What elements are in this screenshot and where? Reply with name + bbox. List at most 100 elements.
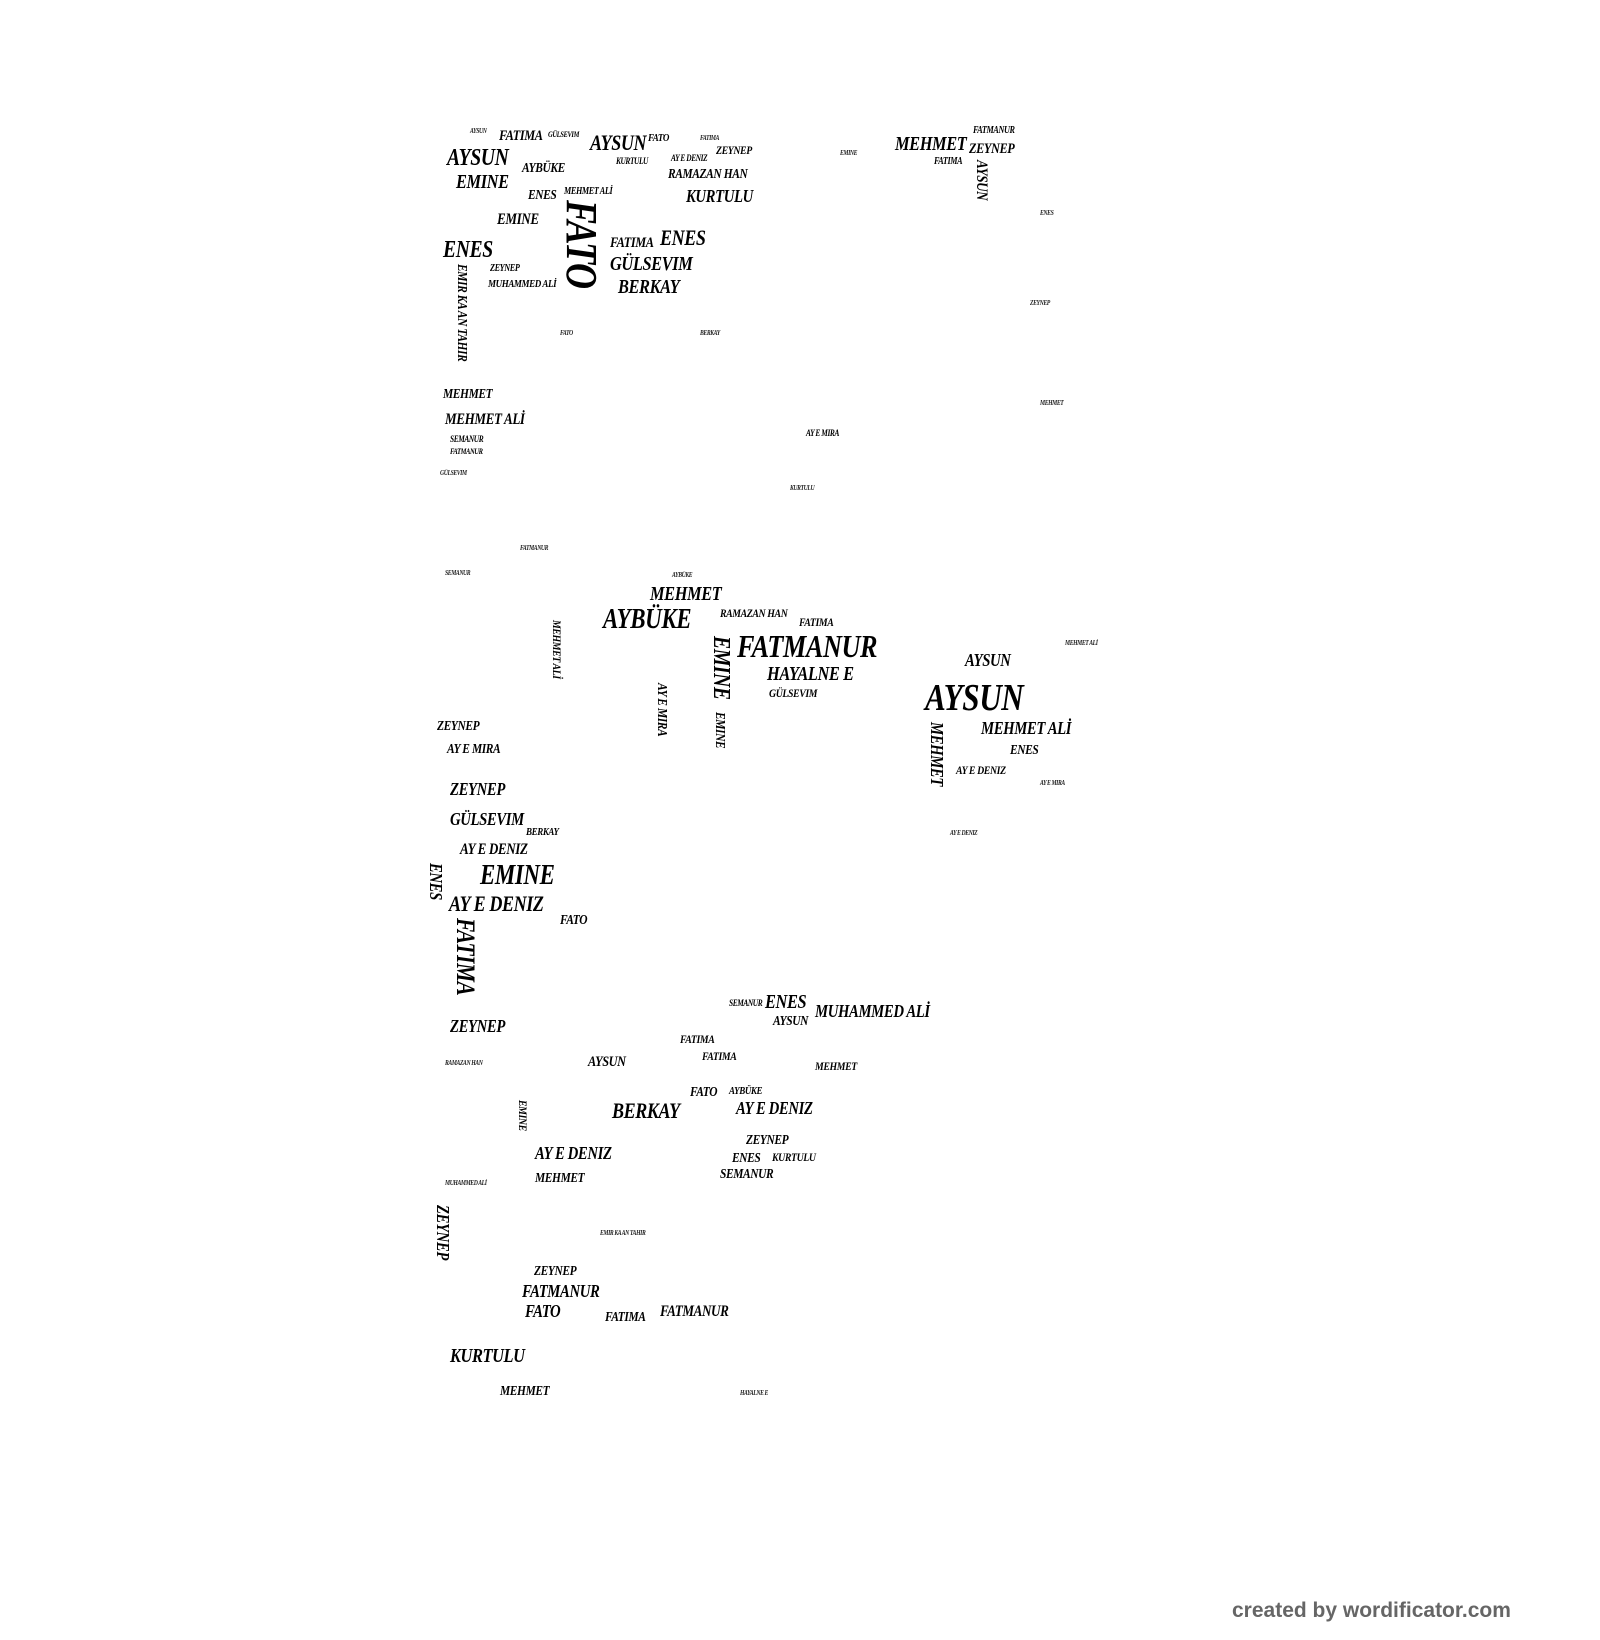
credit-text[interactable]: created by wordificator.com (1232, 1599, 1511, 1622)
cloud-word: FATIMA (680, 1032, 715, 1046)
cloud-word: AY E MIRA (654, 683, 669, 737)
cloud-word: MEHMET ALİ (445, 411, 525, 428)
cloud-word: FATO (648, 132, 670, 145)
cloud-word: FATO (690, 1085, 718, 1100)
cloud-word-small: FATO (560, 329, 573, 337)
cloud-word: MEHMET ALİ (980, 718, 1071, 739)
cloud-word: AYSUN (965, 650, 1011, 670)
cloud-word: EMINE (455, 171, 509, 194)
cloud-word-small: FATMANUR (520, 544, 549, 552)
cloud-word: BERKAY (526, 825, 559, 838)
cloud-word: AYBÜKE (603, 604, 692, 635)
cloud-word: GÜLSEVIM (547, 130, 579, 140)
cloud-word: MEHMET (535, 1171, 585, 1186)
cloud-word-small: AYSUN (470, 127, 487, 135)
cloud-word-small: MEHMET (1040, 399, 1064, 407)
cloud-word: ZEYNEP (450, 1016, 505, 1036)
cloud-word: RAMAZAN HAN (720, 606, 788, 620)
cloud-word: FATIMA (451, 918, 480, 996)
cloud-word: AY E DENIZ (671, 152, 708, 163)
cloud-word-small: ZEYNEP (1030, 299, 1050, 307)
cloud-word: AYSUN (925, 677, 1024, 719)
cloud-word: RAMAZAN HAN (668, 167, 748, 182)
cloud-word: AY E DENIZ (535, 1143, 612, 1163)
cloud-word: ZEYNEP (490, 263, 520, 275)
cloud-word: MEHMET ALİ (563, 186, 613, 198)
cloud-word: AY E DENIZ (956, 763, 1006, 777)
cloud-word: ZEYNEP (433, 1205, 453, 1260)
cloud-word: AYBÜKE (728, 1084, 763, 1097)
cloud-word-small: FATIMA (700, 134, 720, 142)
cloud-word: AYSUN (773, 1014, 808, 1029)
cloud-word: ZEYNEP (533, 1264, 577, 1280)
cloud-word: KURTULU (686, 186, 753, 206)
cloud-word-small: EMIR KA AN TAHIR (600, 1229, 646, 1237)
cloud-word-small: BERKAY (700, 329, 720, 337)
cloud-word: AYSUN (590, 130, 647, 155)
cloud-word: FATIMA (934, 155, 963, 167)
cloud-word-small: MEHMET ALİ (1065, 639, 1098, 647)
cloud-word: EMINE (497, 211, 539, 228)
cloud-word: FATO (560, 913, 588, 928)
cloud-word: EMINE (480, 860, 555, 891)
cloud-word: FATMANUR (660, 1303, 729, 1320)
cloud-word: MEHMET (500, 1384, 550, 1399)
cloud-word: SEMANUR (729, 997, 763, 1008)
cloud-word: KURTULU (450, 1345, 525, 1367)
cloud-word: ZEYNEP (437, 719, 480, 734)
cloud-word: FATMANUR (737, 628, 878, 664)
cloud-word: HAYALNE E (767, 663, 855, 686)
cloud-word: GÜLSEVIM (450, 809, 524, 829)
cloud-word-small: MUHAMMED ALİ (445, 1179, 487, 1187)
cloud-word: AY E MIRA (447, 742, 501, 757)
cloud-word: BERKAY (612, 1098, 680, 1123)
cloud-word: MUHAMMED ALİ (815, 1001, 930, 1021)
cloud-word-small: KURTULU (790, 484, 815, 492)
cloud-word: AY E DENIZ (460, 841, 528, 858)
cloud-word: AYBÜKE (522, 161, 565, 176)
cloud-word: ENES (731, 1150, 761, 1166)
cloud-word: MEHMET ALİ (550, 620, 564, 679)
cloud-word-small: AY E MIRA (1040, 779, 1065, 787)
cloud-word-small: HAYALNE E (740, 1389, 768, 1397)
cloud-word: ENES (660, 225, 706, 250)
cloud-word: AY E DENIZ (448, 890, 544, 916)
cloud-word: MEHMET (927, 722, 947, 786)
cloud-word: FATO (525, 1301, 561, 1321)
cloud-word-small: SEMANUR (445, 569, 471, 577)
cloud-word: MEHMET (443, 387, 493, 402)
cloud-word: ENES (765, 991, 807, 1013)
cloud-word: ENES (426, 862, 447, 900)
cloud-word: FATIMA (605, 1310, 646, 1325)
cloud-word: ENES (1010, 743, 1039, 758)
cloud-word: FATMANUR (450, 447, 483, 456)
cloud-word: ENES (443, 237, 493, 263)
cloud-word: AYSUN (973, 160, 990, 201)
cloud-word: FATO (557, 200, 606, 289)
cloud-word-small: AYBÜKE (671, 571, 693, 580)
cloud-word: FATIMA (702, 1049, 737, 1063)
cloud-word: ZEYNEP (716, 143, 752, 157)
cloud-word: GÜLSEVIM (769, 686, 818, 701)
cloud-word: MUHAMMED ALİ (488, 277, 557, 290)
cloud-word: KURTULU (771, 1150, 816, 1165)
cloud-word: MEHMET (815, 1059, 857, 1073)
cloud-word: EMIR KA AN TAHIR (454, 264, 470, 362)
cloud-word: SEMANUR (720, 1167, 774, 1182)
cloud-word: SEMANUR (450, 434, 484, 444)
cloud-word: ZEYNEP (746, 1133, 789, 1148)
cloud-word: EMINE (712, 712, 727, 749)
cloud-word: ZEYNEP (450, 779, 505, 799)
cloud-word: FATIMA (610, 235, 654, 251)
cloud-word: BERKAY (618, 275, 680, 298)
cloud-word: AY E DENIZ (736, 1098, 813, 1118)
cloud-word: MEHMET (895, 133, 967, 155)
cloud-word: GÜLSEVIM (610, 253, 693, 275)
cloud-word: ENES (528, 188, 557, 204)
cloud-word-small: AY E DENIZ (950, 829, 978, 837)
cloud-word: EMINE (516, 1100, 530, 1131)
cloud-word: AYSUN (588, 1054, 626, 1070)
cloud-word: EMINE (707, 636, 734, 700)
cloud-word: KURTULU (616, 155, 649, 166)
